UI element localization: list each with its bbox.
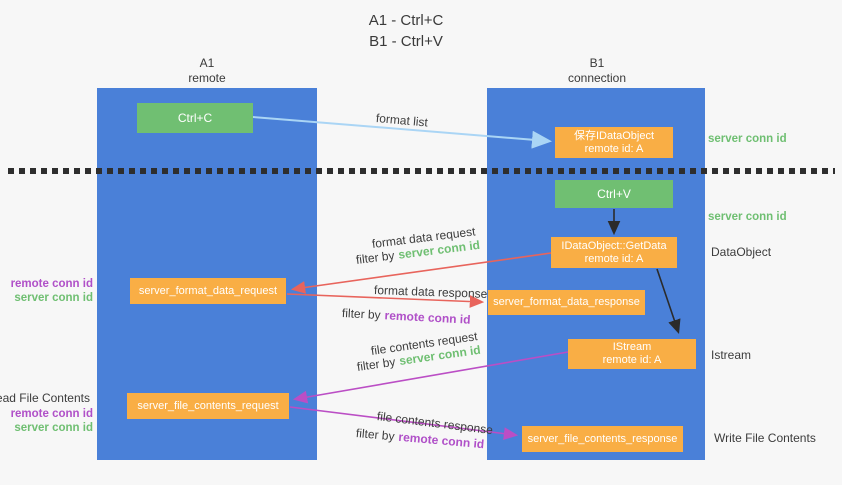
- node-save-dataobject: 保存IDataObject remote id: A: [555, 127, 673, 158]
- title-line-1: A1 - Ctrl+C: [368, 12, 444, 29]
- node-server-file-contents-response: server_file_contents_response: [522, 426, 683, 452]
- ctrl-v-label: Ctrl+V: [597, 187, 631, 201]
- istream-line2: remote id: A: [602, 354, 662, 366]
- tag-server-conn-id-mid: server conn id: [708, 211, 787, 223]
- tag-server-conn-id-top: server conn id: [708, 133, 787, 145]
- lane-a1-title: A1: [199, 56, 215, 70]
- label-format-data-response: format data response: [373, 283, 488, 301]
- title-line-2: B1 - Ctrl+V: [369, 33, 443, 50]
- filter-by-text-2: filter by: [341, 306, 382, 323]
- lane-header-a1: A1 remote: [147, 56, 267, 86]
- filter-by-text-4: filter by: [355, 426, 396, 444]
- label-dataobject: DataObject: [711, 245, 772, 259]
- filter-by-text-1: filter by: [355, 248, 396, 267]
- node-ctrl-c: Ctrl+C: [137, 103, 253, 133]
- label-format-list: format list: [375, 111, 429, 130]
- save-dataobject-line2: remote id: A: [584, 142, 644, 155]
- server-file-contents-response-label: server_file_contents_response: [527, 432, 678, 445]
- lane-b1-subtitle: connection: [567, 71, 627, 85]
- diagram-title: A1 - Ctrl+C B1 - Ctrl+V: [306, 10, 506, 52]
- server-format-data-response-label: server_format_data_response: [493, 296, 640, 308]
- server-file-contents-request-label: server_file_contents_request: [137, 399, 279, 412]
- tag-server-conn-id-pair1: server conn id: [14, 292, 93, 304]
- label-write-file-contents: Write File Contents: [714, 431, 816, 445]
- node-istream: IStream remote id: A: [568, 339, 696, 369]
- tag-remote-conn-id-pair2: remote conn id: [10, 408, 93, 420]
- tag-server-conn-id-pair2: server conn id: [14, 422, 93, 434]
- lane-header-b1: B1 connection: [537, 56, 657, 86]
- node-server-format-data-response: server_format_data_response: [488, 290, 645, 315]
- node-ctrl-v: Ctrl+V: [555, 180, 673, 208]
- lane-a1-subtitle: remote: [188, 71, 226, 85]
- istream-line1: IStream: [612, 341, 652, 353]
- getdata-line1: IDataObject::GetData: [561, 239, 667, 252]
- getdata-line2: remote id: A: [584, 252, 644, 265]
- server-format-data-request-label: server_format_data_request: [138, 284, 278, 297]
- remote-conn-id-filter-1: remote conn id: [384, 308, 471, 327]
- node-server-file-contents-request: server_file_contents_request: [127, 393, 289, 419]
- node-server-format-data-request: server_format_data_request: [130, 278, 286, 304]
- node-idataobject-getdata: IDataObject::GetData remote id: A: [551, 237, 677, 268]
- session-divider-dotted-line: [8, 168, 835, 174]
- ctrl-c-label: Ctrl+C: [177, 111, 213, 125]
- lane-b1-title: B1: [589, 56, 605, 70]
- tag-remote-conn-id-pair1: remote conn id: [10, 278, 93, 290]
- save-dataobject-line1: 保存IDataObject: [573, 129, 655, 142]
- filter-by-text-3: filter by: [356, 354, 397, 374]
- label-read-file-contents: Read File Contents: [0, 391, 90, 405]
- label-istream-side: Istream: [711, 348, 752, 362]
